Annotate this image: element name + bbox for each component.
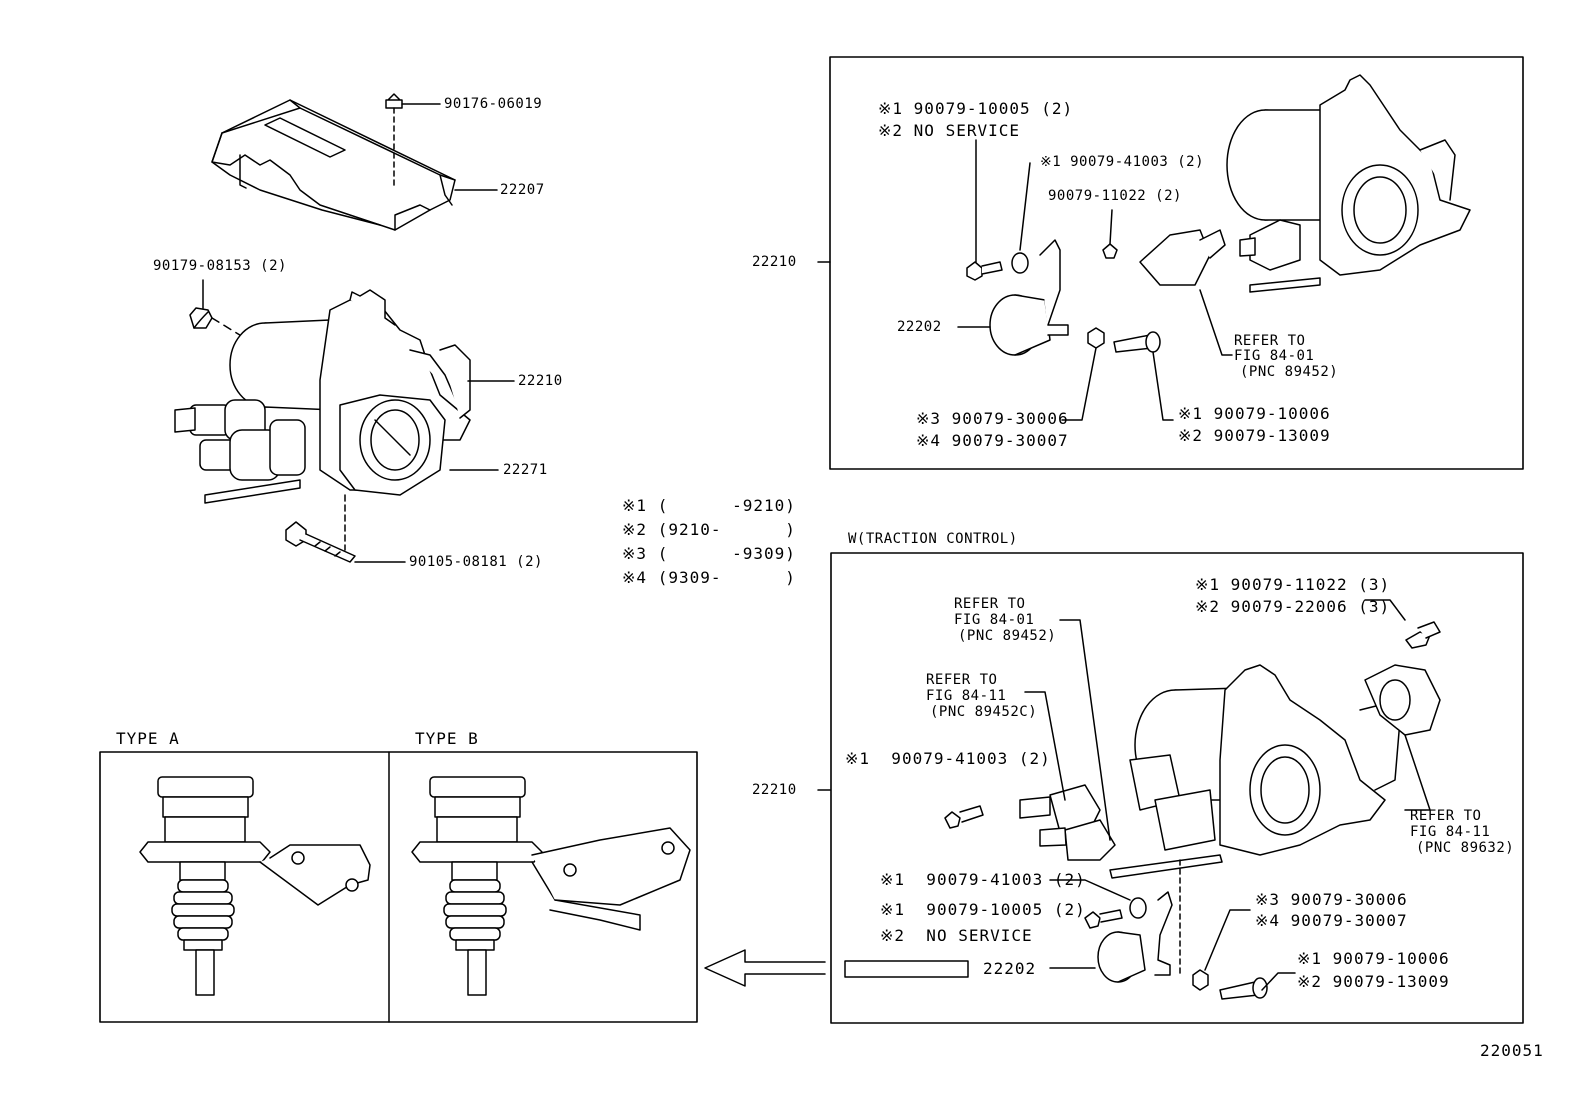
label-22207: 22207 <box>500 182 545 198</box>
bt-label-5: FIG 84-11 <box>926 688 1007 704</box>
label-90179-08153: 90179-08153 (2) <box>153 258 287 274</box>
bs-label-9: ※3 90079-30006 <box>916 409 1069 428</box>
bs-label-7: FIG 84-01 <box>1234 348 1315 364</box>
label-90105-08181: 90105-08181 (2) <box>409 554 543 570</box>
footnote-range: (9210- ) <box>657 520 796 539</box>
bs-label-5: 22202 <box>897 319 942 335</box>
bt-label-17: ※3 90079-30006 <box>1255 890 1408 909</box>
type-box-frame <box>99 751 698 1023</box>
box-traction-parts-illustration <box>944 621 1441 1000</box>
footnote-2: ※2 (9210- ) <box>622 521 796 539</box>
bt-label-1: REFER TO <box>954 596 1026 612</box>
bs-label-8: (PNC 89452) <box>1240 364 1339 380</box>
main-leader-lines <box>202 103 515 563</box>
bs-label-1: ※1 90079-10005 (2) <box>878 99 1074 118</box>
bs-label-3: ※1 90079-41003 (2) <box>1040 154 1205 170</box>
footnote-mark: ※1 <box>622 496 648 515</box>
footnote-range: (9309- ) <box>657 568 796 587</box>
bs-label-11: ※1 90079-10006 <box>1178 404 1331 423</box>
bt-label-8: ※2 90079-22006 (3) <box>1195 597 1391 616</box>
footnote-1: ※1 ( -9210) <box>622 497 796 515</box>
bt-label-7: ※1 90079-11022 (3) <box>1195 575 1391 594</box>
bt-label-13: ※1 90079-41003 (2) <box>880 870 1086 889</box>
box-standard-frame <box>829 56 1524 470</box>
bt-label-3: (PNC 89452) <box>958 628 1057 644</box>
type-a-label: TYPE A <box>116 729 180 748</box>
footnote-mark: ※2 <box>622 520 648 539</box>
footnote-mark: ※3 <box>622 544 648 563</box>
bs-label-4: 90079-11022 (2) <box>1048 188 1182 204</box>
bt-label-18: ※4 90079-30007 <box>1255 911 1408 930</box>
box-standard-throttle-body-illustration <box>1226 74 1471 293</box>
label-22210-main: 22210 <box>518 373 563 389</box>
bt-label-12: (PNC 89632) <box>1416 840 1515 856</box>
footnote-mark: ※4 <box>622 568 648 587</box>
bt-label-9: ※1 90079-41003 (2) <box>845 749 1051 768</box>
bt-label-2: FIG 84-01 <box>954 612 1035 628</box>
cover-22207-illustration <box>211 99 456 231</box>
bt-label-15: ※2 NO SERVICE <box>880 926 1033 945</box>
footnote-3: ※3 ( -9309) <box>622 545 796 563</box>
bt-label-14: ※1 90079-10005 (2) <box>880 900 1086 919</box>
footnote-4: ※4 (9309- ) <box>622 569 796 587</box>
box-traction-leader-lines <box>704 599 1431 991</box>
box-standard-leader-lines <box>957 289 1233 421</box>
bt-label-4: REFER TO <box>926 672 998 688</box>
bt-label-19: ※1 90079-10006 <box>1297 949 1450 968</box>
bt-label-11: FIG 84-11 <box>1410 824 1491 840</box>
box-standard-parts-illustration <box>966 139 1226 356</box>
bt-label-20: ※2 90079-13009 <box>1297 972 1450 991</box>
type-b-label: TYPE B <box>415 729 479 748</box>
cover-nut-90176-06019-illustration <box>385 93 403 186</box>
bs-label-12: ※2 90079-13009 <box>1178 426 1331 445</box>
box-traction-title: W(TRACTION CONTROL) <box>848 531 1018 547</box>
box-traction-throttle-body-illustration <box>1019 664 1441 879</box>
box-traction-ref: 22210 <box>752 782 797 798</box>
label-90176-06019: 90176-06019 <box>444 96 543 112</box>
type-b-illustration <box>411 776 691 996</box>
bs-label-10: ※4 90079-30007 <box>916 431 1069 450</box>
stud-bolt-90105-08181-illustration <box>285 494 356 563</box>
bt-label-6: (PNC 89452C) <box>930 704 1038 720</box>
type-a-illustration <box>139 776 371 996</box>
bt-label-10: REFER TO <box>1410 808 1482 824</box>
figure-number: 220051 <box>1480 1041 1544 1060</box>
throttle-body-22210-illustration <box>174 289 471 504</box>
box-standard-ref: 22210 <box>752 254 797 270</box>
footnote-range: ( -9210) <box>657 496 796 515</box>
box-traction-frame <box>830 552 1524 1024</box>
bs-label-2: ※2 NO SERVICE <box>878 121 1020 140</box>
footnote-list: ※1 ( -9210) ※2 (9210- ) ※3 ( -9309) ※4 (… <box>622 497 796 587</box>
bt-label-16: 22202 <box>983 959 1037 978</box>
label-22271: 22271 <box>503 462 548 478</box>
footnote-range: ( -9309) <box>657 544 796 563</box>
bs-label-6: REFER TO <box>1234 333 1306 349</box>
